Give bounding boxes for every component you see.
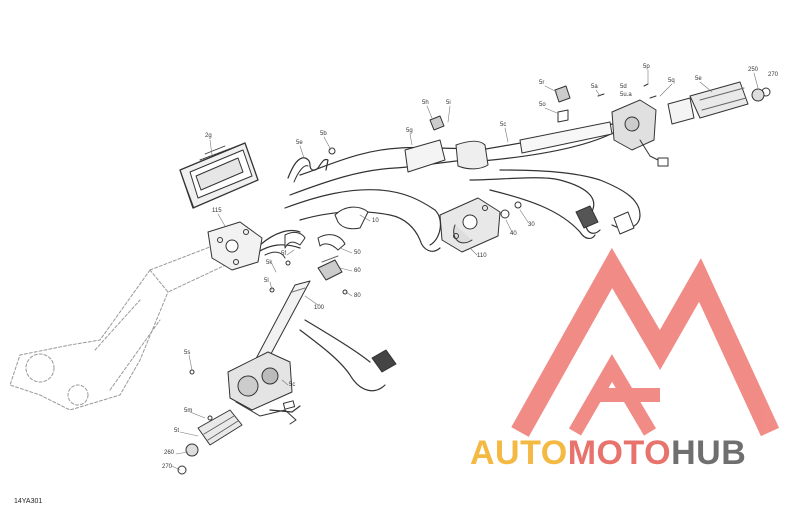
callout-5s: 5s: [184, 350, 191, 356]
connectors: [371, 205, 635, 373]
watermark-part-auto: AUTO: [470, 434, 568, 472]
callout-5k: 5k: [266, 260, 273, 266]
callout-10: 10: [372, 218, 379, 224]
callout-50: 50: [354, 250, 361, 256]
callout-5m: 5m: [184, 408, 193, 414]
callout-5q: 5q: [668, 78, 675, 84]
handlebar-clamp-right: [439, 197, 501, 253]
callout-5g: 5g: [406, 128, 413, 134]
callout-5e: 5e: [296, 140, 303, 146]
cable-clips: [264, 231, 346, 281]
handlebar-clamp-left: [207, 221, 263, 271]
callout-2g: 2g: [205, 133, 212, 139]
right-grip: [667, 81, 771, 125]
right-switch-housing: [611, 99, 669, 167]
watermark-part-hub: HUB: [671, 434, 747, 472]
left-switch-housing: [227, 351, 301, 425]
callout-110: 110: [477, 253, 487, 259]
callout-260: 260: [164, 450, 175, 456]
callout-5c-left: 5c: [289, 382, 296, 388]
callout-30: 30: [528, 222, 535, 228]
callout-80: 80: [354, 293, 361, 299]
callout-5b: 5b: [320, 131, 327, 137]
callout-5e-grip: 5e: [695, 76, 702, 82]
callout-5t: 5t: [174, 428, 180, 434]
callout-5a: 5a: [591, 84, 598, 90]
callout-5i: 5i: [446, 100, 451, 106]
small-hardware: [189, 83, 657, 421]
ghost-frame: [9, 244, 233, 411]
callout-250: 250: [748, 67, 759, 73]
diagram-code: 14YA301: [14, 498, 43, 505]
harness-sleeves: [334, 121, 613, 230]
callout-5d: 5d: [620, 84, 627, 90]
callout-100: 100: [314, 305, 325, 311]
callout-5l: 5l: [264, 278, 269, 284]
watermark-text: AUTOMOTOHUB: [470, 434, 746, 473]
wiring-harness: [257, 121, 641, 392]
gauge-cluster: [179, 142, 259, 209]
clip-bracket: [287, 157, 329, 183]
callout-270-right: 270: [768, 72, 779, 78]
callout-60: 60: [354, 268, 361, 274]
callout-5o: 5o: [539, 102, 546, 108]
callout-115: 115: [212, 208, 222, 214]
left-grip: [177, 409, 243, 475]
callout-5p: 5p: [643, 64, 650, 70]
callout-5h: 5h: [422, 100, 429, 106]
callout-5c: 5c: [500, 122, 507, 128]
callout-40: 40: [510, 231, 517, 237]
watermark-part-moto: MOTO: [567, 434, 672, 472]
callout-5f: 5f: [281, 251, 287, 257]
watermark-logo-icon: [511, 247, 780, 437]
callout-5r: 5r: [539, 80, 545, 86]
callout-5u-a: 5u.a: [620, 92, 632, 98]
leader-lines: [171, 69, 759, 471]
callout-270-left: 270: [162, 464, 173, 470]
